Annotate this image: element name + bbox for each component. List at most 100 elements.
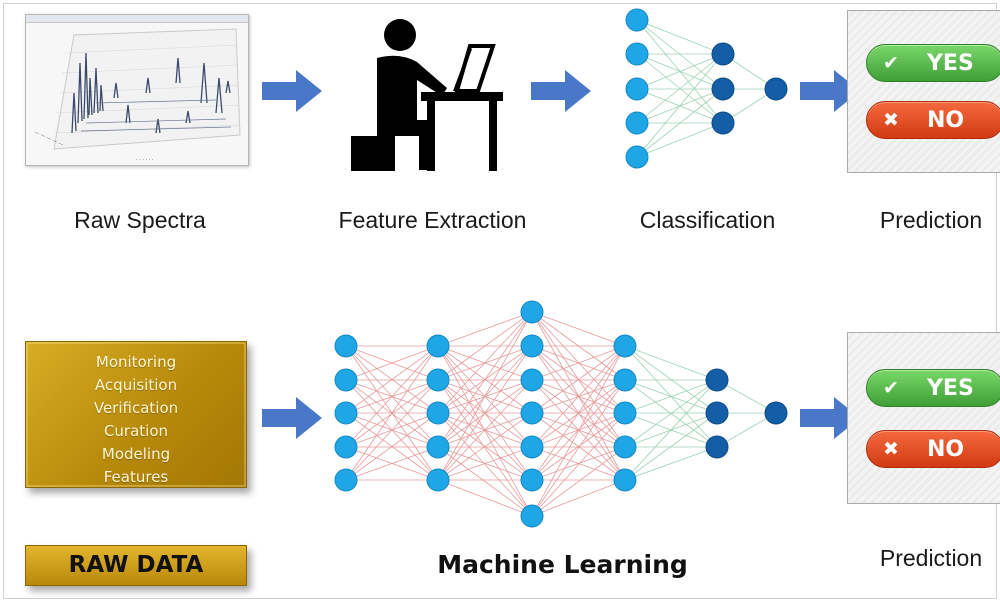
network-node bbox=[520, 435, 544, 459]
network-edge bbox=[437, 446, 533, 517]
raw-data-item: Features bbox=[103, 468, 169, 486]
network-edge bbox=[531, 446, 626, 481]
network-edge bbox=[345, 446, 439, 481]
person-at-laptop-icon bbox=[351, 19, 503, 171]
network-edge bbox=[437, 379, 533, 481]
network-node bbox=[426, 401, 450, 425]
network-node bbox=[705, 401, 729, 425]
raw-data-item: Monitoring bbox=[95, 353, 177, 371]
network-edge bbox=[437, 379, 533, 517]
network-node bbox=[613, 401, 637, 425]
yes-label: YES bbox=[927, 50, 974, 76]
network-edge bbox=[531, 345, 626, 517]
right-arrow-icon bbox=[262, 70, 322, 112]
network-edge bbox=[531, 345, 626, 481]
cross-icon: ✖ bbox=[883, 109, 899, 131]
network-node bbox=[764, 401, 788, 425]
prediction-box-top: ✔ YES ✖ NO bbox=[847, 10, 1000, 173]
network-edge bbox=[636, 19, 724, 55]
no-button[interactable]: ✖ NO bbox=[866, 101, 1000, 139]
network-node bbox=[426, 435, 450, 459]
network-edge bbox=[345, 379, 439, 481]
network-edge bbox=[624, 379, 718, 448]
network-node bbox=[705, 368, 729, 392]
network-node bbox=[711, 77, 735, 101]
network-edge bbox=[437, 311, 533, 381]
network-edge bbox=[345, 412, 439, 481]
figure-frame bbox=[3, 3, 997, 599]
cross-icon: ✖ bbox=[883, 438, 899, 460]
svg-text:· · · · · ·: · · · · · · bbox=[136, 157, 154, 163]
network-node bbox=[613, 435, 637, 459]
network-node bbox=[426, 468, 450, 492]
network-node bbox=[334, 334, 358, 358]
network-node bbox=[625, 42, 649, 66]
network-edge bbox=[345, 345, 439, 414]
network-node bbox=[520, 334, 544, 358]
raw-spectra-thumbnail: — — — — — · · · · · · bbox=[25, 14, 249, 166]
right-arrow-icon bbox=[262, 397, 322, 439]
network-node bbox=[520, 300, 544, 324]
network-edge bbox=[636, 88, 724, 158]
raw-data-box: Monitoring Acquisition Verification Cura… bbox=[25, 341, 247, 488]
network-node bbox=[520, 468, 544, 492]
network-edge bbox=[531, 311, 626, 347]
prediction-box-bottom: ✔ YES ✖ NO bbox=[847, 332, 1000, 504]
spectra-window-titlebar bbox=[26, 15, 248, 23]
network-node bbox=[426, 368, 450, 392]
network-node bbox=[613, 368, 637, 392]
network-node bbox=[334, 435, 358, 459]
yes-button[interactable]: ✔ YES bbox=[866, 44, 1000, 82]
no-button[interactable]: ✖ NO bbox=[866, 430, 1000, 468]
network-node bbox=[711, 42, 735, 66]
yes-button[interactable]: ✔ YES bbox=[866, 369, 1000, 407]
network-edge bbox=[636, 19, 724, 90]
network-edge bbox=[437, 311, 533, 481]
network-edge bbox=[531, 446, 626, 517]
network-edge bbox=[531, 345, 626, 414]
network-node bbox=[625, 145, 649, 169]
network-edge bbox=[636, 53, 724, 158]
network-edge bbox=[531, 412, 626, 517]
network-edge bbox=[636, 122, 724, 158]
network-edge bbox=[636, 53, 724, 90]
network-edge bbox=[636, 53, 724, 124]
network-node bbox=[520, 504, 544, 528]
right-arrow-icon bbox=[800, 70, 860, 112]
no-label: NO bbox=[927, 436, 965, 462]
network-edge bbox=[624, 379, 718, 481]
network-edge bbox=[624, 345, 718, 381]
yes-label: YES bbox=[927, 375, 974, 401]
raw-data-item: Acquisition bbox=[94, 376, 178, 394]
network-node bbox=[625, 111, 649, 135]
network-node bbox=[625, 77, 649, 101]
network-node bbox=[334, 468, 358, 492]
right-arrow-icon bbox=[531, 70, 591, 112]
network-edge bbox=[437, 311, 533, 414]
network-edge bbox=[624, 345, 718, 414]
feature-extraction-label: Feature Extraction bbox=[338, 207, 527, 233]
prediction-label-top: Prediction bbox=[879, 207, 983, 233]
raw-data-item: Verification bbox=[93, 399, 179, 417]
network-edge bbox=[345, 345, 439, 448]
right-arrow-icon bbox=[800, 397, 860, 439]
network-node bbox=[613, 334, 637, 358]
network-edge bbox=[437, 345, 533, 481]
network-node bbox=[711, 111, 735, 135]
spectra-3d-plot: — — — — — · · · · · · bbox=[33, 28, 241, 163]
network-edge bbox=[345, 345, 439, 481]
classification-label: Classification bbox=[639, 207, 776, 233]
network-edge bbox=[531, 311, 626, 414]
machine-learning-network bbox=[334, 300, 788, 528]
network-edge bbox=[624, 446, 718, 481]
raw-data-tag: RAW DATA bbox=[25, 545, 247, 586]
network-edge bbox=[531, 345, 626, 381]
network-edge bbox=[437, 479, 533, 517]
raw-data-item: Modeling bbox=[101, 445, 171, 463]
network-edge bbox=[624, 412, 718, 481]
network-edge bbox=[345, 345, 439, 381]
raw-spectra-label: Raw Spectra bbox=[74, 207, 206, 233]
network-node bbox=[520, 368, 544, 392]
network-edge bbox=[437, 311, 533, 347]
network-edge bbox=[437, 412, 533, 481]
